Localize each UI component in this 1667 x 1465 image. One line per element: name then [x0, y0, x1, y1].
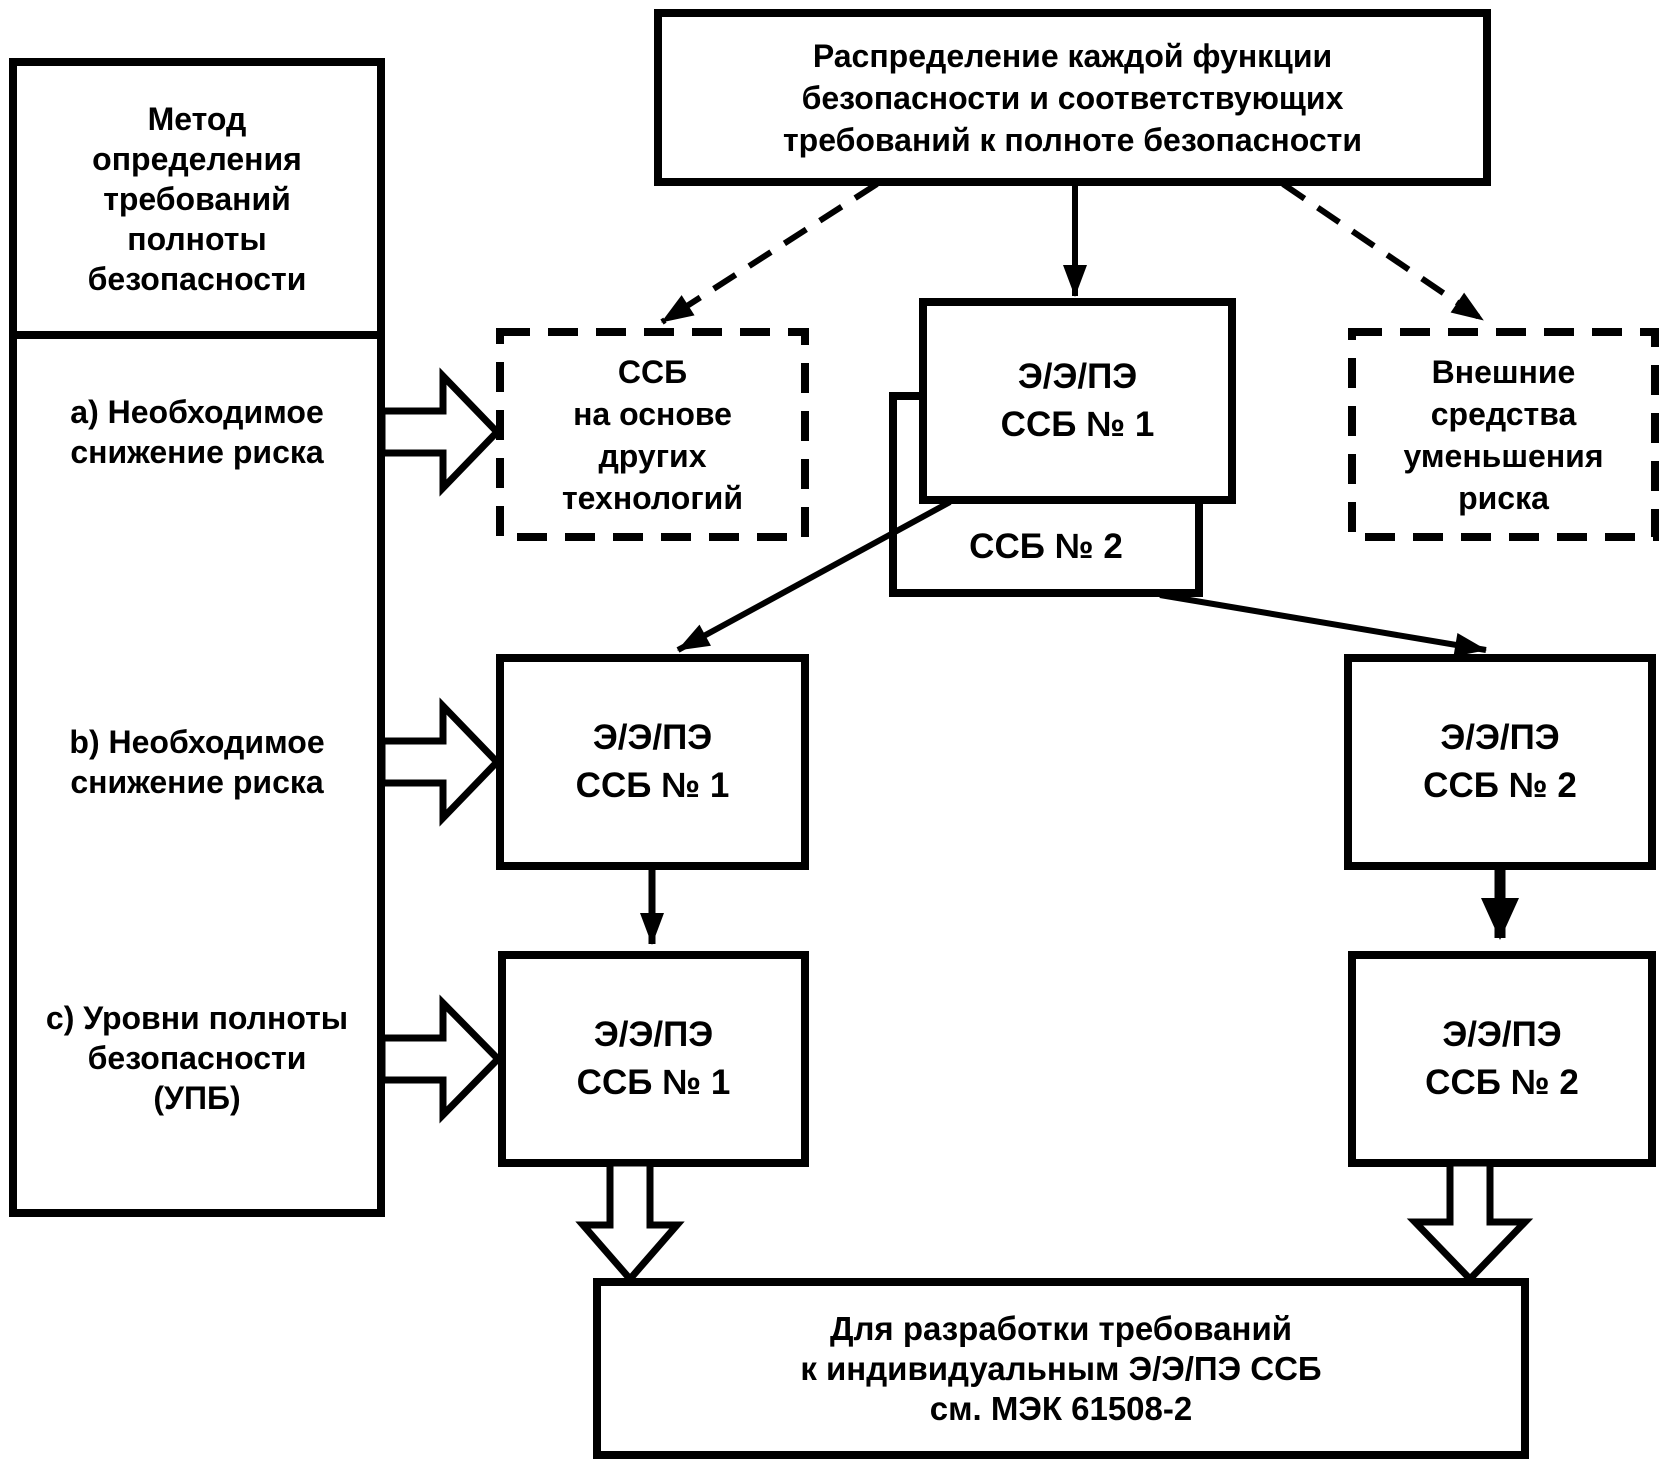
other-tech-line: других	[598, 437, 707, 474]
block-arrow-down-right	[1406, 1159, 1534, 1285]
method-item-c-line: c) Уровни полноты	[45, 1000, 349, 1036]
external-risk-box-label: Внешние средства уменьшения риска	[1352, 332, 1655, 537]
dashed-arrow-top-to-other-tech	[660, 181, 879, 325]
row-c-ssb1-line: Э/Э/ПЭ	[593, 1015, 714, 1054]
eepe-ssb1-mid-box-outline	[919, 298, 1236, 504]
other-tech-box-outline	[496, 328, 809, 541]
row-b-ssb1-line: Э/Э/ПЭ	[592, 718, 713, 757]
external-risk-box-outline	[1348, 328, 1659, 541]
row-c-ssb2-box-label: Э/Э/ПЭ ССБ № 2	[1352, 955, 1652, 1163]
method-item-c-line: безопасности	[87, 1040, 307, 1076]
method-header-line: определения	[92, 140, 302, 177]
method-header-line: полноты	[127, 220, 267, 257]
method-item-b-line: b) Необходимое	[69, 724, 325, 760]
external-risk-line: риска	[1458, 479, 1549, 516]
arrow-ssb2-to-row-b-ssb2	[1159, 592, 1487, 657]
row-b-ssb2-line: Э/Э/ПЭ	[1440, 718, 1560, 757]
method-item-b: b) Необходимое снижение риска	[22, 722, 372, 802]
row-c-ssb2-line: Э/Э/ПЭ	[1442, 1015, 1562, 1054]
method-item-a-line: a) Необходимое	[70, 394, 324, 430]
method-panel-outline	[9, 58, 385, 1217]
method-header-line: требований	[103, 180, 291, 217]
method-item-c-line: (УПБ)	[153, 1080, 241, 1116]
row-b-ssb1-box-outline	[496, 654, 809, 870]
method-header-line: безопасности	[87, 260, 307, 297]
dashed-arrow-top-to-external	[1281, 181, 1485, 323]
block-arrow-item-b	[378, 697, 502, 827]
bottom-box-line: к индивидуальным Э/Э/ПЭ ССБ	[800, 1349, 1322, 1387]
allocation-box-label: Распределение каждой функции безопасност…	[658, 13, 1487, 182]
bottom-box-line: см. МЭК 61508-2	[929, 1389, 1193, 1427]
external-risk-line: средства	[1430, 395, 1577, 432]
row-c-ssb2-box-outline	[1348, 951, 1656, 1167]
row-b-ssb1-box-label: Э/Э/ПЭ ССБ № 1	[500, 658, 805, 866]
eepe-ssb1-mid-box-label: Э/Э/ПЭ ССБ № 1	[923, 302, 1232, 500]
method-item-c: c) Уровни полноты безопасности (УПБ)	[22, 998, 372, 1118]
row-b-ssb1-line: ССБ № 1	[575, 766, 730, 805]
allocation-box-line: требований к полноте безопасности	[783, 121, 1362, 158]
eepe-ssb1-mid-line: Э/Э/ПЭ	[1017, 357, 1138, 396]
row-b-ssb2-line: ССБ № 2	[1423, 766, 1577, 805]
row-c-ssb2-line: ССБ № 2	[1425, 1063, 1579, 1102]
row-b-ssb2-box-outline	[1344, 654, 1656, 870]
block-arrow-item-c	[378, 994, 503, 1124]
ssb2-box-label: ССБ № 2	[893, 516, 1199, 578]
method-item-a-line: снижение риска	[70, 434, 324, 470]
other-tech-line: на основе	[573, 395, 732, 432]
method-header-line: Метод	[147, 100, 247, 137]
block-arrow-item-a	[378, 367, 502, 497]
method-item-a: a) Необходимое снижение риска	[22, 392, 372, 472]
row-b-ssb2-box-label: Э/Э/ПЭ ССБ № 2	[1348, 658, 1652, 866]
bottom-box-label: Для разработки требований к индивидуальн…	[597, 1282, 1525, 1455]
row-c-ssb1-box-label: Э/Э/ПЭ ССБ № 1	[502, 955, 805, 1163]
arrow-ssb-to-row-b-ssb1	[676, 499, 952, 653]
method-item-b-line: снижение риска	[70, 764, 324, 800]
other-tech-line: технологий	[561, 479, 744, 516]
method-panel-header: Метод определения требований полноты без…	[13, 62, 381, 335]
allocation-box-outline	[654, 9, 1491, 186]
other-tech-line: ССБ	[617, 353, 688, 390]
ssb2-line: ССБ № 2	[969, 527, 1123, 566]
external-risk-line: Внешние	[1431, 353, 1576, 390]
bottom-box-line: Для разработки требований	[829, 1309, 1293, 1347]
allocation-box-line: безопасности и соответствующих	[801, 79, 1344, 116]
row-c-ssb1-line: ССБ № 1	[576, 1063, 731, 1102]
other-tech-box-label: ССБ на основе других технологий	[500, 332, 805, 537]
external-risk-line: уменьшения	[1403, 437, 1604, 474]
eepe-ssb1-mid-line: ССБ № 1	[1000, 405, 1155, 444]
block-arrow-down-left	[575, 1159, 685, 1285]
bottom-box-outline	[593, 1278, 1529, 1459]
allocation-box-line: Распределение каждой функции	[812, 37, 1333, 74]
row-c-ssb1-box-outline	[498, 951, 809, 1167]
